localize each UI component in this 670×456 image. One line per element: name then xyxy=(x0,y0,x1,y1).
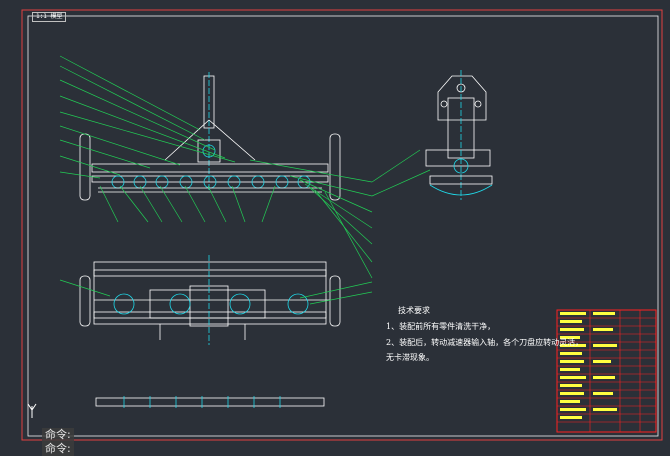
model-tab[interactable]: 1:1 模型 xyxy=(32,12,67,22)
outer-frame xyxy=(21,9,663,441)
tech-requirements-title: 技术要求 xyxy=(398,306,430,315)
title-block xyxy=(556,309,657,433)
side-view xyxy=(425,70,493,200)
tech-requirement-line-3: 无卡滞现象。 xyxy=(386,353,434,362)
command-history-line: 命令: xyxy=(42,428,74,442)
leader-lines-top xyxy=(59,279,373,305)
front-view xyxy=(79,72,341,201)
leader-lines-front xyxy=(59,55,431,279)
ucs-axis-icon xyxy=(27,403,37,418)
tech-requirement-line-1: 1、装配前所有零件清洗干净， xyxy=(386,322,496,331)
tech-requirement-line-2: 2、装配后，转动减速器输入轴，各个刀盘应转动灵活， xyxy=(386,338,584,347)
inner-frame xyxy=(27,15,659,437)
top-view xyxy=(79,255,341,345)
shaft-view xyxy=(95,396,325,408)
command-prompt[interactable]: 命令: xyxy=(42,442,74,456)
